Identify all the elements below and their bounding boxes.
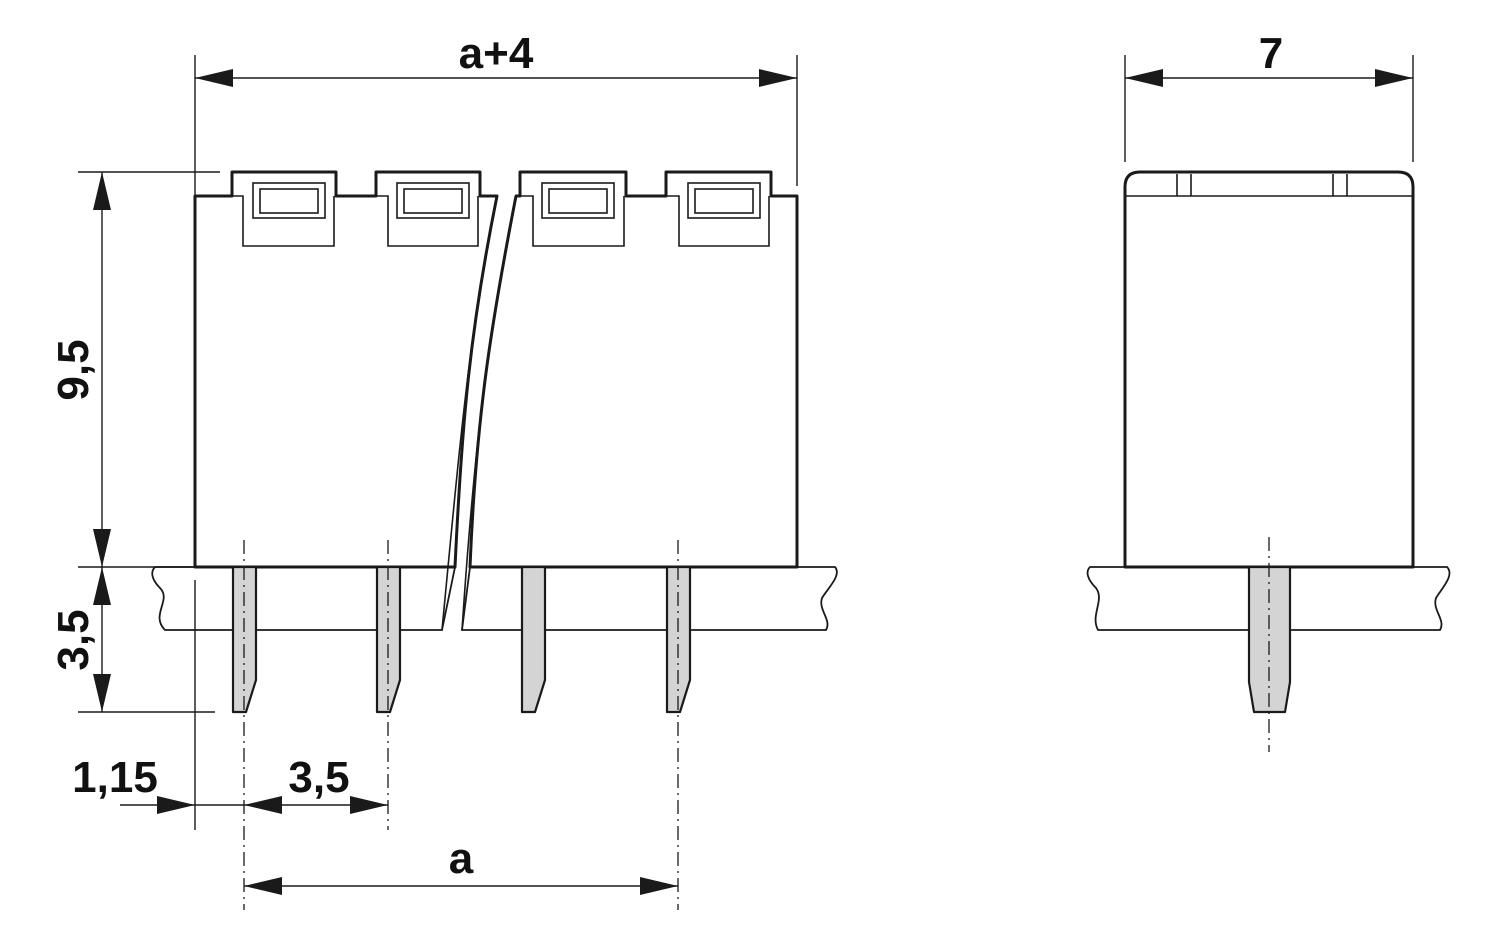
dim-label-edge-offset: 1,15 — [72, 753, 158, 802]
pin-1 — [231, 565, 258, 714]
dimension-pin-length: 3,5 — [49, 567, 215, 713]
dim-label-depth: 7 — [1259, 29, 1283, 78]
pin-2 — [375, 565, 402, 714]
clamp-2 — [376, 182, 479, 247]
dimension-pin-span: a — [244, 834, 678, 895]
pcb-section-left — [151, 566, 457, 631]
dim-label-pin-span: a — [449, 834, 474, 883]
break-line-left — [441, 195, 498, 631]
clamp-4 — [666, 182, 770, 247]
dimension-overall-width: a+4 — [194, 29, 798, 196]
housing-body-right — [468, 170, 799, 569]
pin-3 — [520, 565, 547, 714]
dim-label-body-height: 9,5 — [49, 339, 98, 400]
clamp-3 — [520, 182, 625, 247]
break-line-right — [461, 195, 517, 631]
side-view — [1086, 170, 1451, 752]
pin-4 — [665, 565, 692, 714]
dimension-body-height: 9,5 — [49, 171, 220, 568]
clamp-1 — [232, 182, 335, 247]
side-pin — [1247, 565, 1292, 714]
dim-label-pitch: 3,5 — [288, 753, 349, 802]
dimension-depth: 7 — [1124, 29, 1414, 162]
side-housing-body — [1123, 170, 1415, 569]
housing-body — [193, 170, 499, 569]
pcb-section-right — [460, 566, 838, 631]
dimension-edge-offset: 1,15 — [72, 580, 282, 830]
dim-label-overall-width: a+4 — [459, 29, 534, 78]
dimension-pitch: 3,5 — [244, 753, 388, 814]
front-view — [151, 170, 838, 910]
dim-label-pin-length: 3,5 — [49, 609, 98, 670]
